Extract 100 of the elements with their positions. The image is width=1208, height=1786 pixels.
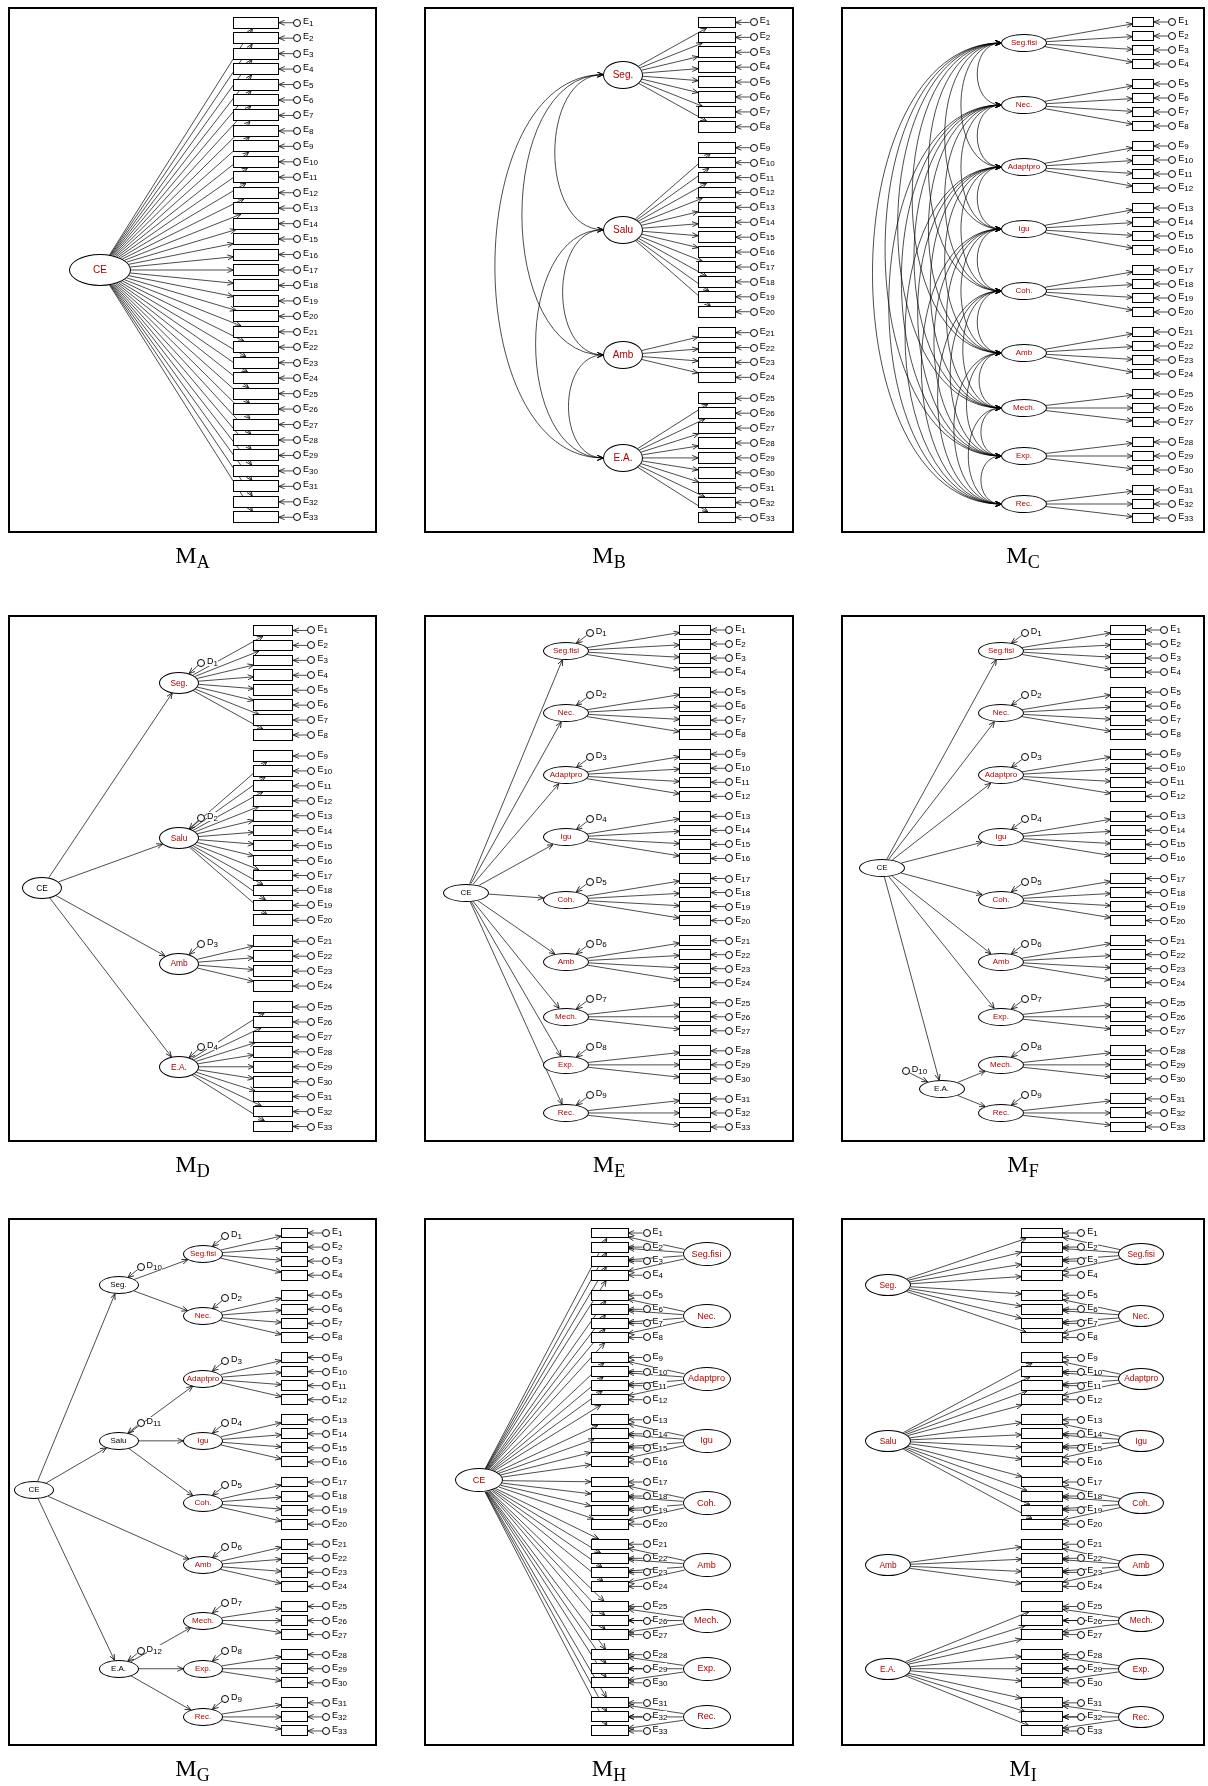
- error-label: E$_{32}$: [652, 1710, 668, 1720]
- error-label: E$_{33}$: [1087, 1724, 1103, 1734]
- indicator-box: [233, 341, 280, 354]
- error-label: E$_{19}$: [317, 899, 333, 909]
- error-label: E$_{13}$: [1178, 202, 1194, 211]
- indicator-box: [281, 1241, 309, 1253]
- error-label: E$_{25}$: [759, 392, 775, 402]
- disturbance-label: D$_{12}$: [146, 1644, 162, 1654]
- error-label: E$_{1}$: [759, 16, 771, 26]
- indicator-box: [1110, 1011, 1147, 1023]
- error-label: E$_{15}$: [332, 1441, 347, 1451]
- indicator-box: [233, 433, 280, 446]
- error-label: E$_{26}$: [652, 1614, 668, 1624]
- error-label: E$_{23}$: [332, 1566, 347, 1576]
- indicator-box: [697, 121, 736, 133]
- indicator-box: [281, 1649, 309, 1661]
- indicator-box: [281, 1414, 309, 1426]
- indicator-box: [233, 279, 280, 292]
- indicator-box: [281, 1663, 309, 1675]
- error-label: E$_{5}$: [759, 76, 771, 86]
- error-label: E$_{24}$: [759, 371, 775, 381]
- error-label: E$_{8}$: [1170, 728, 1181, 738]
- indicator-box: [1132, 340, 1155, 352]
- error-label: E$_{5}$: [1087, 1289, 1098, 1299]
- error-label: E$_{23}$: [652, 1566, 668, 1576]
- indicator-box: [281, 1538, 309, 1550]
- indicator-box: [697, 76, 736, 88]
- error-label: E$_{22}$: [317, 950, 333, 960]
- latent-ellipse: Adaptpro: [1118, 1367, 1165, 1390]
- indicator-box: [1110, 728, 1147, 740]
- indicator-box: [1132, 216, 1155, 228]
- error-label: E$_{17}$: [317, 869, 333, 879]
- disturbance-label: D$_{11}$: [146, 1416, 162, 1426]
- latent-ellipse: Seg.fisi: [1001, 34, 1047, 52]
- indicator-box: [233, 263, 280, 276]
- error-label: E$_{25}$: [1087, 1600, 1103, 1610]
- error-label: E$_{17}$: [332, 1476, 347, 1485]
- indicator-box: [1021, 1380, 1064, 1392]
- indicator-box: [281, 1504, 309, 1516]
- error-label: E$_{20}$: [317, 914, 333, 924]
- error-label: E$_{18}$: [332, 1490, 347, 1500]
- error-label: E$_{3}$: [1178, 44, 1189, 53]
- indicator-box: [590, 1331, 629, 1343]
- indicator-box: [1132, 402, 1155, 414]
- indicator-box: [253, 1120, 294, 1133]
- indicator-box: [233, 449, 280, 462]
- indicator-box: [697, 276, 736, 288]
- error-label: E$_{31}$: [332, 1696, 347, 1706]
- indicator-box: [1132, 368, 1155, 380]
- disturbance-label: D$_{7}$: [231, 1596, 242, 1606]
- indicator-box: [1132, 388, 1155, 400]
- indicator-box: [1132, 326, 1155, 338]
- indicator-box: [679, 810, 712, 822]
- error-label: E$_{22}$: [332, 1552, 347, 1562]
- error-label: E$_{22}$: [1170, 948, 1186, 958]
- error-label: E$_{23}$: [1087, 1566, 1103, 1576]
- error-label: E$_{20}$: [303, 310, 318, 320]
- error-label: E$_{11}$: [317, 779, 332, 789]
- error-label: E$_{23}$: [317, 965, 333, 975]
- indicator-box: [590, 1504, 629, 1516]
- disturbance-label: D$_{2}$: [1030, 689, 1042, 699]
- latent-ellipse: E.A.: [159, 1055, 199, 1078]
- indicator-box: [697, 467, 736, 479]
- latent-ellipse: Exp.: [978, 1007, 1024, 1026]
- indicator-box: [253, 965, 294, 977]
- error-label: E$_{21}$: [735, 934, 751, 944]
- error-label: E$_{14}$: [317, 824, 333, 834]
- indicator-box: [679, 1025, 712, 1037]
- indicator-box: [590, 1580, 629, 1592]
- error-label: E$_{23}$: [1178, 354, 1194, 363]
- error-label: E$_{13}$: [1170, 810, 1186, 820]
- error-label: E$_{22}$: [1087, 1552, 1103, 1562]
- error-label: E$_{25}$: [303, 387, 318, 397]
- disturbance-label: D$_{2}$: [231, 1292, 242, 1302]
- error-label: E$_{27}$: [1170, 1024, 1186, 1034]
- error-label: E$_{19}$: [759, 290, 775, 300]
- indicator-box: [697, 171, 736, 184]
- error-label: E$_{15}$: [1087, 1441, 1103, 1451]
- indicator-box: [679, 887, 712, 898]
- error-label: E$_{18}$: [1178, 278, 1194, 287]
- indicator-box: [590, 1476, 629, 1488]
- error-label: E$_{7}$: [332, 1317, 343, 1327]
- latent-ellipse: Seg.: [603, 60, 643, 89]
- error-label: E$_{12}$: [759, 186, 775, 196]
- error-label: E$_{33}$: [317, 1120, 333, 1130]
- indicator-box: [1021, 1269, 1064, 1281]
- error-label: E$_{9}$: [317, 750, 328, 759]
- indicator-box: [281, 1380, 309, 1392]
- indicator-box: [679, 1093, 712, 1105]
- indicator-box: [679, 728, 712, 740]
- panel-caption: M$_{D}$: [175, 1152, 210, 1176]
- indicator-box: [1110, 901, 1147, 912]
- error-label: E$_{21}$: [1087, 1538, 1103, 1548]
- error-label: E$_{29}$: [317, 1060, 333, 1070]
- error-label: E$_{2}$: [1170, 638, 1181, 648]
- error-label: E$_{4}$: [1170, 666, 1181, 676]
- error-label: E$_{2}$: [1087, 1241, 1098, 1251]
- indicator-box: [1110, 1121, 1147, 1133]
- error-label: E$_{29}$: [1178, 450, 1194, 459]
- error-label: E$_{10}$: [303, 155, 318, 165]
